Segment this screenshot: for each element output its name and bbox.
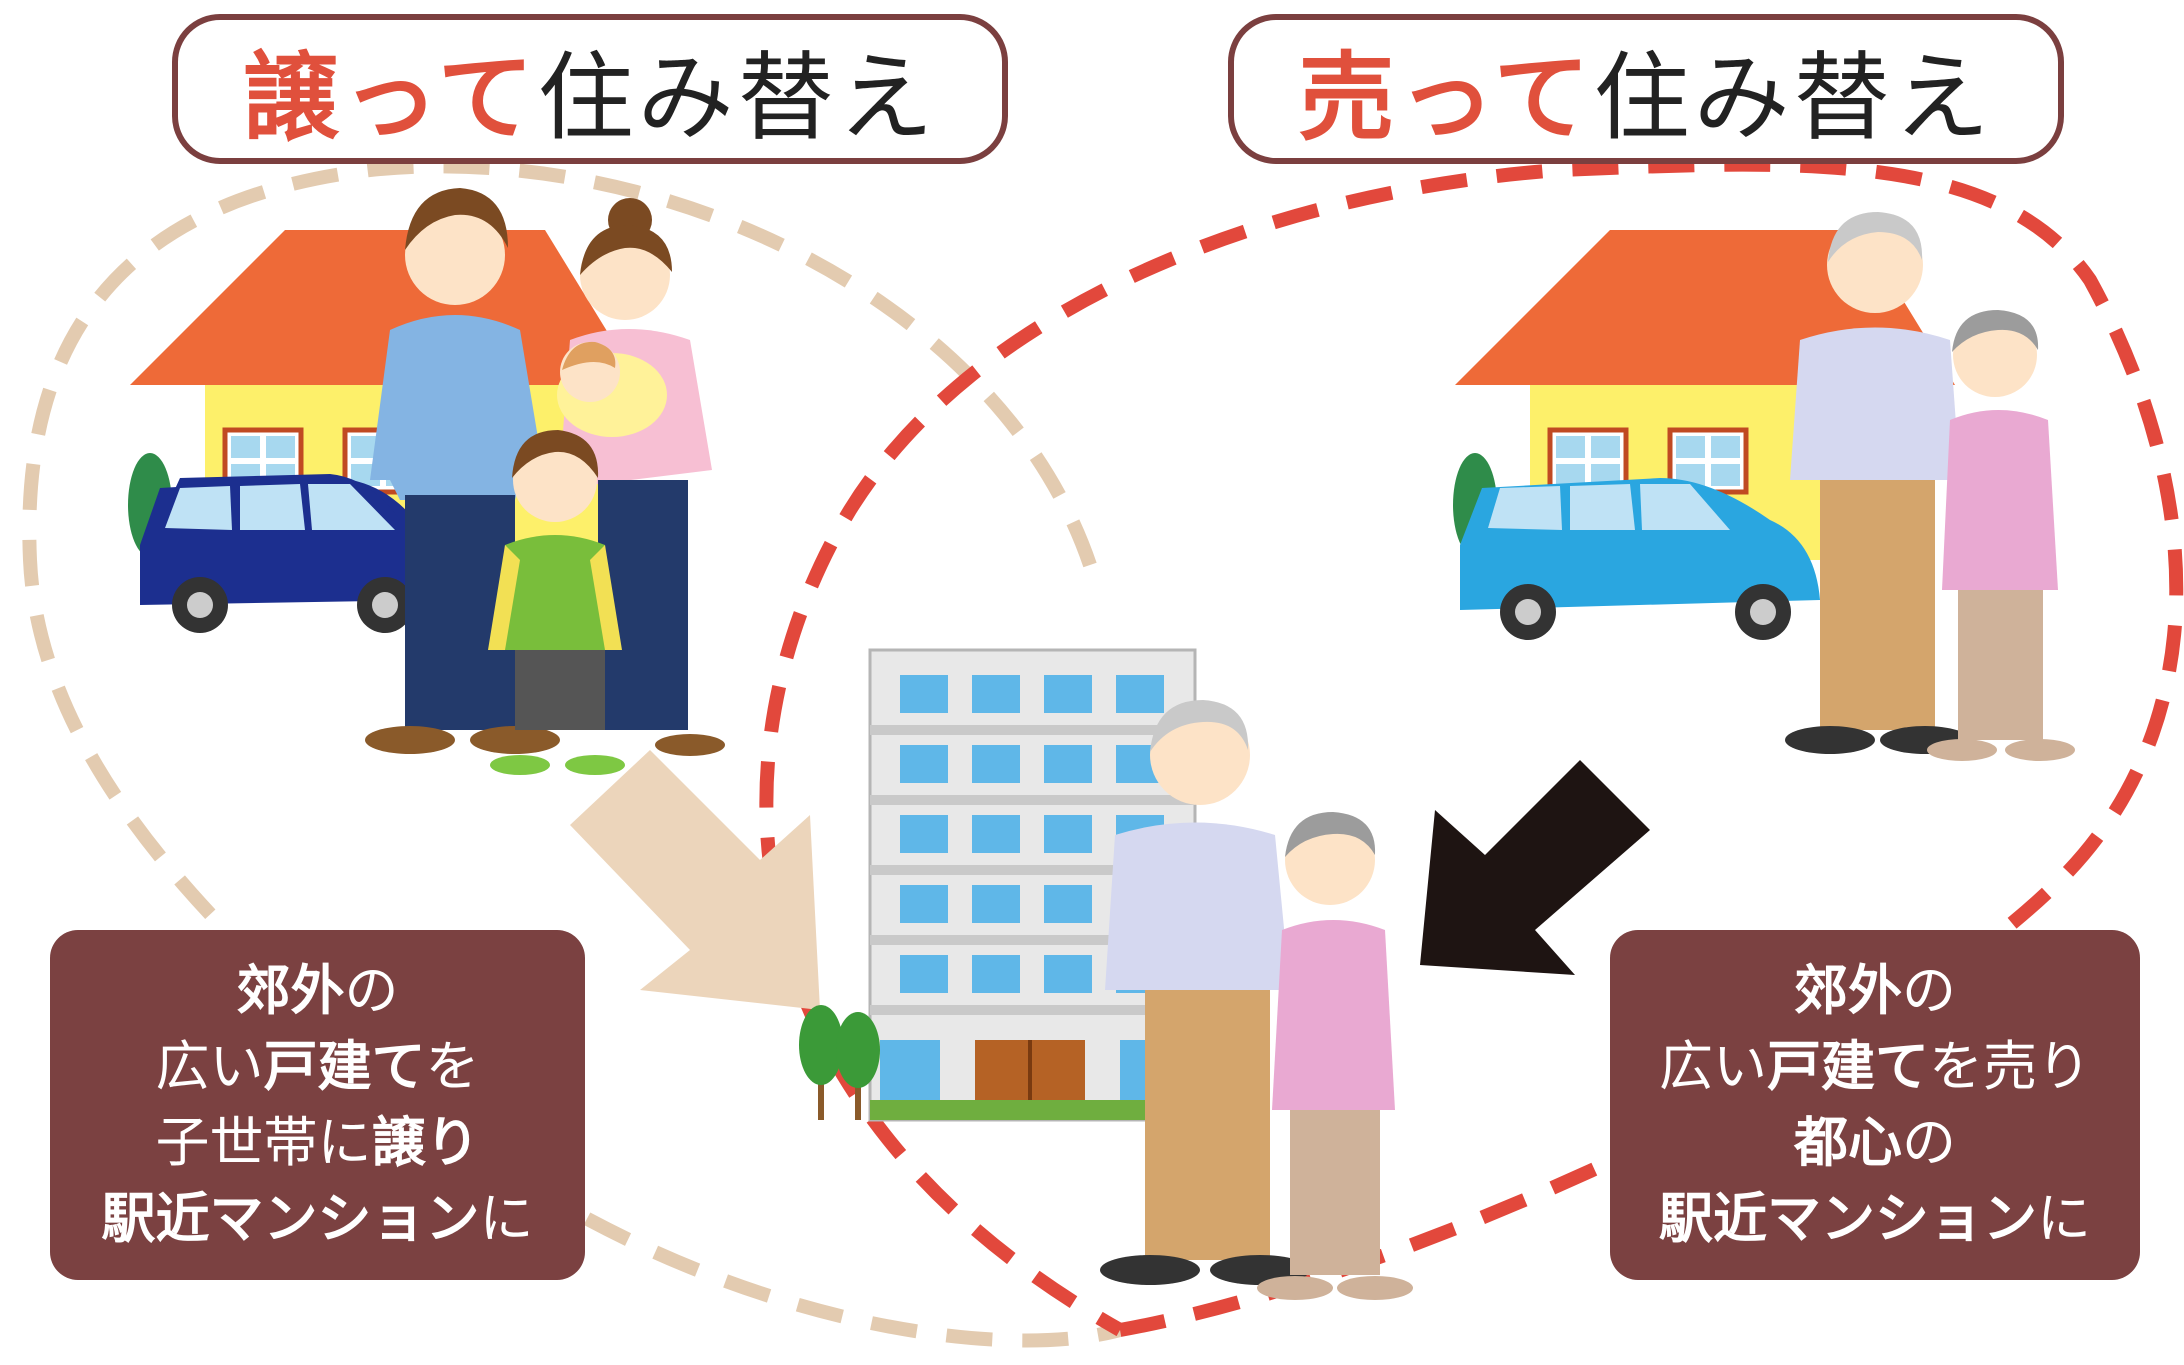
info-text: を [425,1035,480,1098]
info-text-bold: 駅近マンション [1659,1187,2037,1250]
info-line: 駅近マンションに [50,1181,585,1257]
info-line: 広い戸建てを売り [1610,1029,2140,1105]
info-line: 都心の [1610,1105,2140,1181]
grandma-figure-right [1927,310,2075,761]
left-dashed-loop [22,159,1122,1348]
info-line: 子世帯に譲り [50,1105,585,1181]
info-text: の [1902,959,1956,1022]
info-text-bold: 郊外 [236,959,345,1022]
left-info-box: 郊外の広い戸建てを子世帯に譲り駅近マンションに [50,930,585,1280]
info-text-bold: 駅近マンション [101,1187,480,1250]
father-figure [365,188,560,754]
info-text: 広い [1659,1035,1767,1098]
right-title-highlight: 売って [1298,41,1594,154]
info-text: 広い [155,1035,264,1098]
left-title-highlight: 譲って [242,41,538,154]
left-car [128,453,430,633]
info-text-bold: 都心 [1794,1111,1902,1174]
info-line: 郊外の [1610,953,2140,1029]
info-text-bold: 譲り [371,1111,480,1174]
info-line: 広い戸建てを [50,1029,585,1105]
right-info-box: 郊外の広い戸建てを売り都心の駅近マンションに [1610,930,2140,1280]
info-text-bold: 郊外 [1794,959,1902,1022]
arrow-left-to-center [570,750,820,1010]
info-text: 子世帯に [155,1111,372,1174]
info-text: の [1902,1111,1956,1174]
right-title-pill: 売って住み替え [1228,14,2064,164]
info-text-bold: 戸建て [263,1035,426,1098]
info-text: を売り [1929,1035,2091,1098]
arrow-right-to-center [1420,760,1650,975]
right-title-rest: 住み替え [1593,41,1994,154]
grandpa-figure-right [1785,212,1970,754]
baby-figure [557,341,667,437]
trees [799,1005,880,1120]
grandma-figure-center [1257,812,1413,1300]
child-figure [488,430,625,775]
grandpa-figure-center [1100,700,1310,1285]
left-title-rest: 住み替え [537,41,938,154]
right-car [1453,453,1820,640]
info-text-bold: 戸建て [1767,1035,1929,1098]
info-line: 郊外の [50,953,585,1029]
info-text: に [479,1187,534,1250]
info-text: の [344,959,399,1022]
left-title-pill: 譲って住み替え [172,14,1008,164]
info-line: 駅近マンションに [1610,1181,2140,1257]
info-text: に [2037,1187,2091,1250]
